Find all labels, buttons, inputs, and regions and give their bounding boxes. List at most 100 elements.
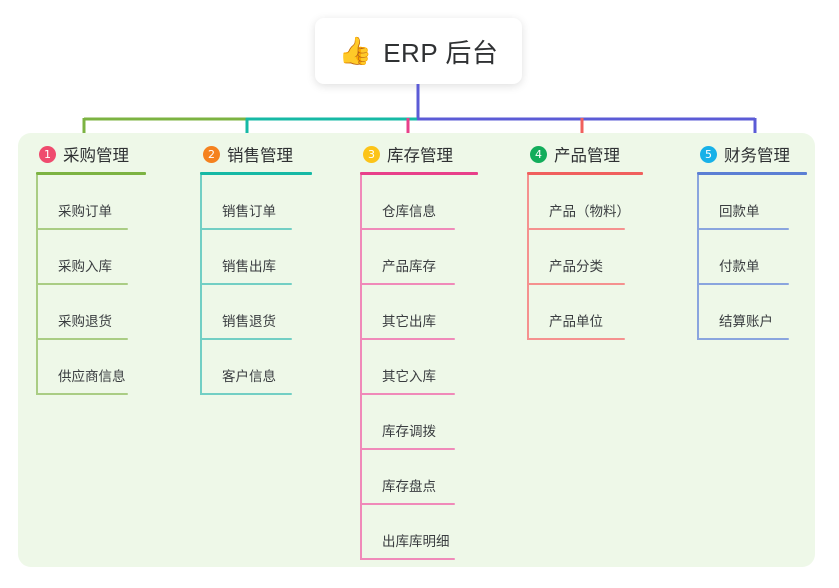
branch-number-badge: 2 [203,145,220,163]
branch-item-rule [360,283,455,285]
branch-items: 销售订单销售出库销售退货客户信息 [200,175,312,395]
branch-item[interactable]: 出库库明细 [360,505,478,560]
branch-item-rule [36,393,128,395]
branch-item-label: 销售退货 [222,314,276,329]
root-node-card[interactable]: 👍 ERP 后台 [315,18,522,84]
branch-item[interactable]: 产品单位 [527,285,645,340]
branch-item-label: 付款单 [719,259,760,274]
branch-number-badge: 1 [39,145,56,163]
branch-item[interactable]: 库存盘点 [360,450,478,505]
branch-title: 销售管理 [227,147,293,165]
branch-item-label: 客户信息 [222,369,276,384]
branch-item[interactable]: 供应商信息 [36,340,146,395]
branch-item[interactable]: 产品库存 [360,230,478,285]
branch-item-rule [36,338,128,340]
branch-item[interactable]: 产品分类 [527,230,645,285]
branch-items: 回款单付款单结算账户 [697,175,807,340]
branch-items: 仓库信息产品库存其它出库其它入库库存调拨库存盘点出库库明细 [360,175,478,560]
branch-item-label: 产品库存 [382,259,436,274]
branch-item-label: 其它入库 [382,369,436,384]
branch-item[interactable]: 采购入库 [36,230,146,285]
branch-number-badge: 5 [700,145,717,163]
branch-item-label: 库存调拨 [382,424,436,439]
branch-item[interactable]: 采购退货 [36,285,146,340]
branch-header-rule [36,172,146,175]
branch-item[interactable]: 仓库信息 [360,175,478,230]
branch-item[interactable]: 销售订单 [200,175,312,230]
branch-item[interactable]: 回款单 [697,175,807,230]
branch-spine [36,175,38,395]
branch-item[interactable]: 结算账户 [697,285,807,340]
branch-items: 采购订单采购入库采购退货供应商信息 [36,175,146,395]
branch-item-rule [697,228,789,230]
branch-header-3[interactable]: 3 库存管理 [360,142,478,166]
branch-item-rule [697,338,789,340]
branch-item-label: 供应商信息 [58,369,126,384]
branch-item-rule [527,338,625,340]
branch-item-rule [360,228,455,230]
branch-item-rule [360,338,455,340]
branch-item-label: 销售订单 [222,204,276,219]
branch-spine [200,175,202,395]
branch-header-2[interactable]: 2 销售管理 [200,142,312,166]
branch-item[interactable]: 采购订单 [36,175,146,230]
branch-items: 产品（物料） 产品分类产品单位 [527,175,645,340]
branches-panel [18,133,815,567]
branch-number-badge: 3 [363,145,380,163]
root-node-title: ERP 后台 [383,37,499,68]
branch-spine [527,175,529,340]
branch-item[interactable]: 客户信息 [200,340,312,395]
branch-title: 产品管理 [554,147,620,165]
branch-column-2: 2 销售管理销售订单销售出库销售退货客户信息 [200,142,312,395]
branch-item-rule [360,503,455,505]
branch-item[interactable]: 其它入库 [360,340,478,395]
branch-item-rule [36,228,128,230]
branch-item-label: 产品分类 [549,259,603,274]
branch-item-label: 出库库明细 [382,534,450,549]
branch-item[interactable]: 库存调拨 [360,395,478,450]
branch-item-rule [527,283,625,285]
branch-number-badge: 4 [530,145,547,163]
branch-item-rule [200,338,292,340]
branch-column-4: 4 产品管理产品（物料） 产品分类产品单位 [527,142,645,340]
branch-item-rule [360,558,455,560]
branch-header-1[interactable]: 1 采购管理 [36,142,146,166]
root-node-content: 👍 ERP 后台 [339,33,499,70]
branch-item[interactable]: 其它出库 [360,285,478,340]
branch-column-3: 3 库存管理仓库信息产品库存其它出库其它入库库存调拨库存盘点出库库明细 [360,142,478,560]
branch-item-label: 采购入库 [58,259,112,274]
branch-title: 采购管理 [63,147,129,165]
branch-title: 财务管理 [724,147,790,165]
branch-column-1: 1 采购管理采购订单采购入库采购退货供应商信息 [36,142,146,395]
branch-item-label: 采购订单 [58,204,112,219]
branch-header-rule [200,172,312,175]
branch-item-rule [697,283,789,285]
branch-item-rule [200,393,292,395]
branch-item-rule [527,228,625,230]
branch-item[interactable]: 销售出库 [200,230,312,285]
branch-item-label: 产品单位 [549,314,603,329]
branch-item[interactable]: 付款单 [697,230,807,285]
branch-item-rule [360,393,455,395]
branch-spine [697,175,699,340]
branch-item-label: 销售出库 [222,259,276,274]
branch-header-4[interactable]: 4 产品管理 [527,142,645,166]
branch-title: 库存管理 [387,147,453,165]
branch-item[interactable]: 销售退货 [200,285,312,340]
branch-item-label: 产品（物料） [549,204,630,219]
branch-column-5: 5 财务管理回款单付款单结算账户 [697,142,807,340]
branch-item-label: 其它出库 [382,314,436,329]
branch-spine [360,175,362,560]
branch-header-rule [360,172,478,175]
branch-item-rule [200,228,292,230]
branch-header-5[interactable]: 5 财务管理 [697,142,807,166]
branch-item-rule [200,283,292,285]
branch-item-rule [360,448,455,450]
branch-item-rule [36,283,128,285]
branch-item-label: 结算账户 [719,314,773,329]
branch-header-rule [697,172,807,175]
branch-item-label: 回款单 [719,204,760,219]
branch-item-label: 采购退货 [58,314,112,329]
branch-item[interactable]: 产品（物料） [527,175,645,230]
branch-header-rule [527,172,643,175]
